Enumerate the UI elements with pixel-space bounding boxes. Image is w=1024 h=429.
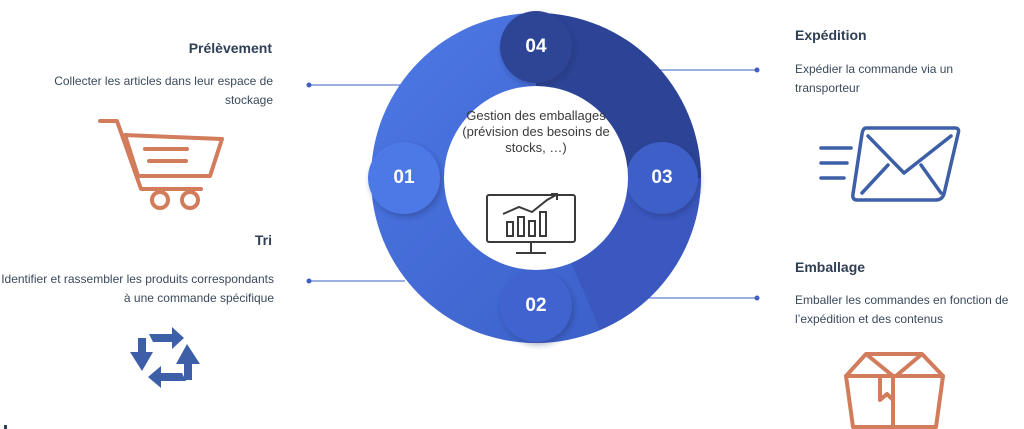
step-number-04: 04 bbox=[525, 36, 547, 57]
step-title-prelevement: Prélèvement bbox=[188, 40, 272, 56]
bubble-02 bbox=[500, 270, 572, 342]
recycle-arrows-icon bbox=[130, 327, 200, 388]
step-desc-tri: Identifier et rassembler les produits co… bbox=[1, 272, 274, 305]
center-label: Gestion des emballages (prévision des be… bbox=[462, 108, 610, 155]
corner-mark bbox=[4, 425, 7, 429]
step-number-02: 02 bbox=[525, 295, 547, 316]
step-title-emballage: Emballage bbox=[795, 259, 866, 275]
shopping-cart-icon bbox=[98, 119, 224, 210]
connector-dot-04 bbox=[754, 67, 760, 73]
step-desc-prelevement: Collecter les articles dans leur espace … bbox=[54, 74, 273, 107]
connector-dot-02 bbox=[306, 278, 312, 284]
center-disc bbox=[444, 86, 628, 270]
ring-segment-03 bbox=[571, 178, 701, 330]
step-title-tri: Tri bbox=[254, 232, 272, 248]
box-icon bbox=[844, 352, 945, 429]
monitor-chart-icon bbox=[486, 193, 576, 254]
step-desc-emballage: Emballer les commandes en fonction de l’… bbox=[795, 293, 1009, 326]
bubble-04 bbox=[500, 11, 572, 83]
step-desc-expedition: Expédier la commande via un transporteur bbox=[795, 62, 954, 95]
step-number-01: 01 bbox=[393, 167, 415, 188]
connector-lines bbox=[306, 67, 760, 301]
connector-dot-03 bbox=[754, 295, 760, 301]
ring-segment-04 bbox=[536, 13, 701, 178]
step-number-03: 03 bbox=[651, 167, 673, 188]
step-title-expedition: Expédition bbox=[795, 27, 867, 43]
envelope-icon bbox=[819, 126, 961, 202]
bubble-01 bbox=[368, 142, 440, 214]
connector-dot-01 bbox=[306, 82, 312, 88]
bubble-03 bbox=[626, 142, 698, 214]
